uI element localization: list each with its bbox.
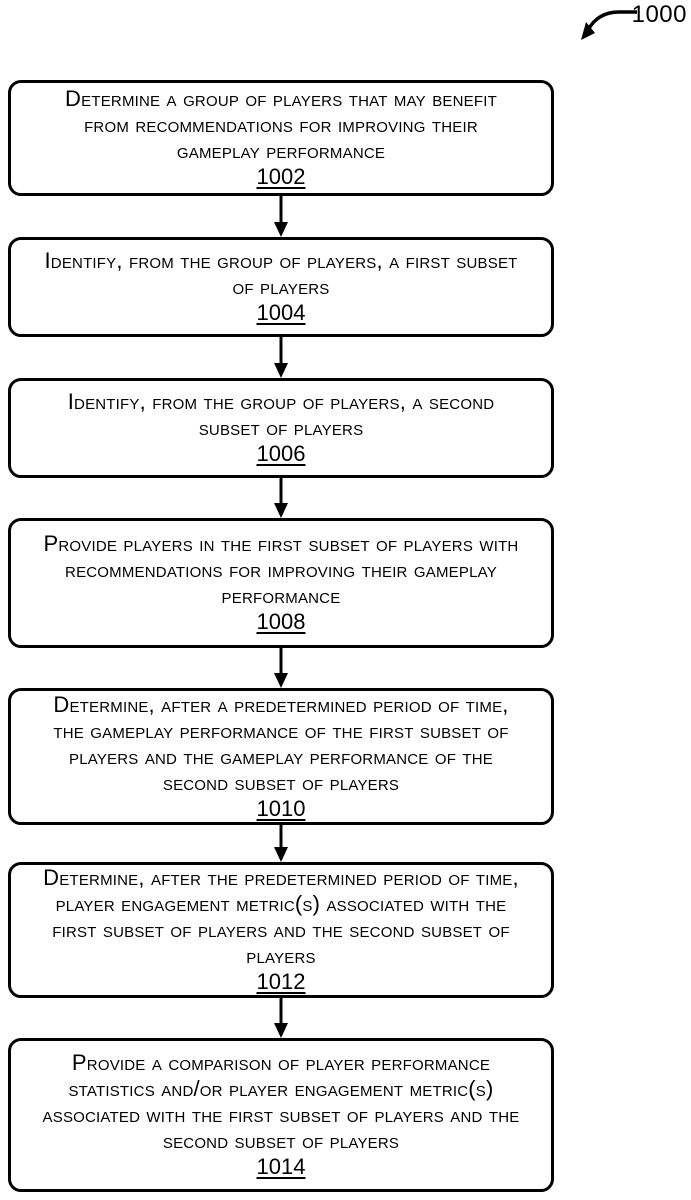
step-1012-ref: 1012 bbox=[256, 969, 306, 994]
step-1002-box: Determine a group of players that may be… bbox=[8, 80, 554, 196]
step-1008-box: Provide players in the first subset of p… bbox=[8, 518, 554, 648]
step-1002-ref: 1002 bbox=[256, 164, 306, 189]
step-1014-text: Provide a comparison of player performan… bbox=[42, 1050, 520, 1153]
down-arrow-icon bbox=[274, 998, 288, 1038]
step-1008-text: Provide players in the first subset of p… bbox=[43, 531, 519, 608]
step-1008-ref: 1008 bbox=[256, 609, 306, 634]
step-1014-box: Provide a comparison of player performan… bbox=[8, 1038, 554, 1192]
figure-ref-arrow-icon bbox=[581, 10, 637, 40]
step-1006-box: Identify, from the group of players, a s… bbox=[8, 378, 554, 478]
flowchart: Determine a group of players that may be… bbox=[8, 80, 554, 1192]
flow-arrow bbox=[8, 196, 554, 237]
step-1012-box: Determine, after the predetermined perio… bbox=[8, 862, 554, 998]
step-1004-ref: 1004 bbox=[256, 300, 306, 325]
step-1010-text: Determine, after a predetermined period … bbox=[53, 691, 509, 795]
down-arrow-icon bbox=[274, 337, 288, 378]
flow-arrow bbox=[8, 825, 554, 862]
step-1002-text: Determine a group of players that may be… bbox=[65, 86, 497, 163]
step-1010-box: Determine, after a predetermined period … bbox=[8, 688, 554, 825]
down-arrow-icon bbox=[274, 196, 288, 237]
step-1004-text: Identify, from the group of players, a f… bbox=[44, 248, 518, 299]
down-arrow-icon bbox=[274, 825, 288, 862]
step-1006-ref: 1006 bbox=[256, 441, 306, 466]
flow-arrow bbox=[8, 337, 554, 378]
down-arrow-icon bbox=[274, 478, 288, 518]
step-1014-ref: 1014 bbox=[256, 1154, 306, 1179]
flow-arrow bbox=[8, 478, 554, 518]
flow-arrow bbox=[8, 648, 554, 688]
down-arrow-icon bbox=[274, 648, 288, 688]
step-1012-text: Determine, after the predetermined perio… bbox=[43, 865, 519, 968]
step-1006-text: Identify, from the group of players, a s… bbox=[67, 389, 495, 440]
flow-arrow bbox=[8, 998, 554, 1038]
step-1004-box: Identify, from the group of players, a f… bbox=[8, 237, 554, 337]
figure-ref-label: 1000 bbox=[631, 1, 687, 28]
step-1010-ref: 1010 bbox=[256, 795, 306, 821]
